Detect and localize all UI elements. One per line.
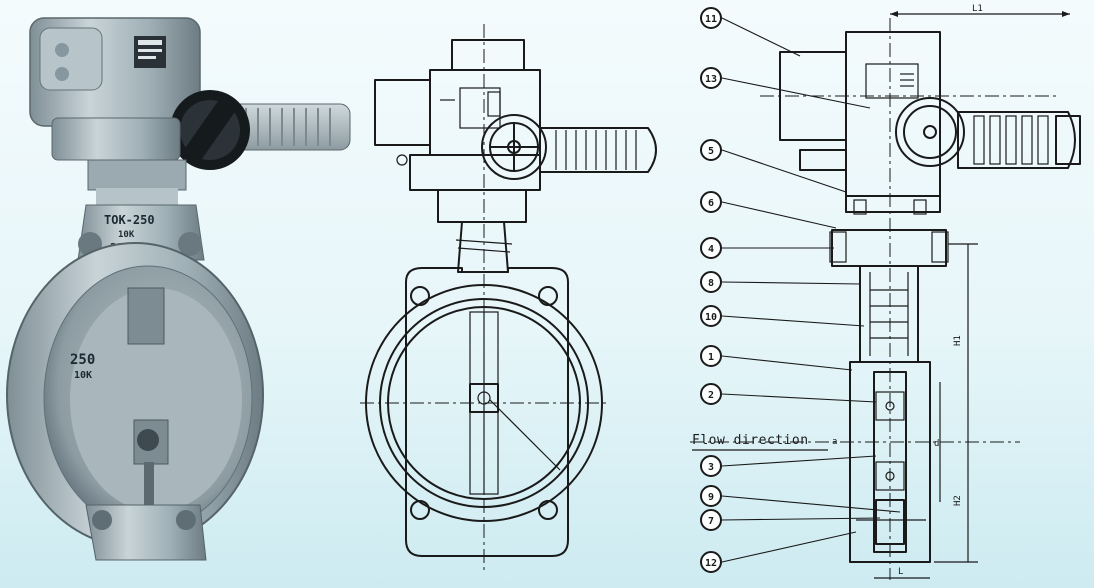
callout-2: 2 [700, 383, 722, 405]
svg-text:12: 12 [705, 558, 717, 569]
svg-text:1: 1 [708, 352, 714, 363]
photo-body-marking-mid: 10K [118, 230, 135, 240]
photo-body-marking-top: TOK-250 [104, 213, 155, 227]
callout-8: 8 [700, 271, 722, 293]
dim-a-label: a [832, 437, 837, 447]
photo-disc-rating: 10K [74, 370, 92, 381]
section-neck [859, 265, 919, 363]
svg-text:5: 5 [708, 146, 714, 157]
dim-l1-label: L1 [972, 4, 983, 14]
photo-cable-gland-icon [55, 43, 69, 57]
svg-text:2: 2 [708, 390, 714, 401]
dim-h2-label: H2 [953, 495, 963, 506]
callout-7: 7 [700, 509, 722, 531]
photo-terminal-box [39, 27, 103, 91]
flow-direction-label: Flow direction [692, 433, 809, 448]
callout-10: 10 [700, 305, 722, 327]
callout-11: 11 [700, 7, 722, 29]
part-callouts: 11 13 5 6 4 8 10 1 [700, 7, 722, 573]
svg-text:3: 3 [708, 462, 714, 473]
svg-text:7: 7 [708, 516, 714, 527]
dim-h1-label: H1 [953, 335, 963, 346]
svg-text:11: 11 [705, 14, 717, 25]
front-actuator-housing [429, 69, 541, 156]
callout-13: 13 [700, 67, 722, 89]
svg-text:4: 4 [708, 244, 714, 255]
front-motor [539, 127, 657, 173]
section-motor [957, 111, 1076, 169]
front-view-drawing [360, 24, 657, 572]
svg-text:10: 10 [705, 312, 717, 323]
dim-d-label: d [934, 439, 939, 449]
front-handwheel [481, 114, 547, 180]
svg-text:13: 13 [705, 74, 717, 85]
photo-cable-gland-icon [55, 67, 69, 81]
section-view-drawing: L1 H1 H2 d L Flow direction a [690, 4, 1081, 580]
front-neck [457, 221, 509, 273]
callout-1: 1 [700, 345, 722, 367]
svg-text:6: 6 [708, 198, 714, 209]
svg-text:9: 9 [708, 492, 714, 503]
photo-disc-size: 250 [70, 352, 95, 368]
dim-l-label: L [898, 567, 903, 577]
svg-text:8: 8 [708, 278, 714, 289]
callout-4: 4 [700, 237, 722, 259]
callout-12: 12 [700, 551, 722, 573]
section-handwheel [895, 97, 965, 167]
callout-5: 5 [700, 139, 722, 161]
front-valve-body [405, 267, 569, 557]
section-valve-body [849, 361, 931, 563]
callout-9: 9 [700, 485, 722, 507]
callout-6: 6 [700, 191, 722, 213]
valve-photo: TOK-250 10K 2OSCM 250 10K [6, 17, 351, 561]
section-actuator-housing [845, 31, 941, 197]
callout-3: 3 [700, 455, 722, 477]
